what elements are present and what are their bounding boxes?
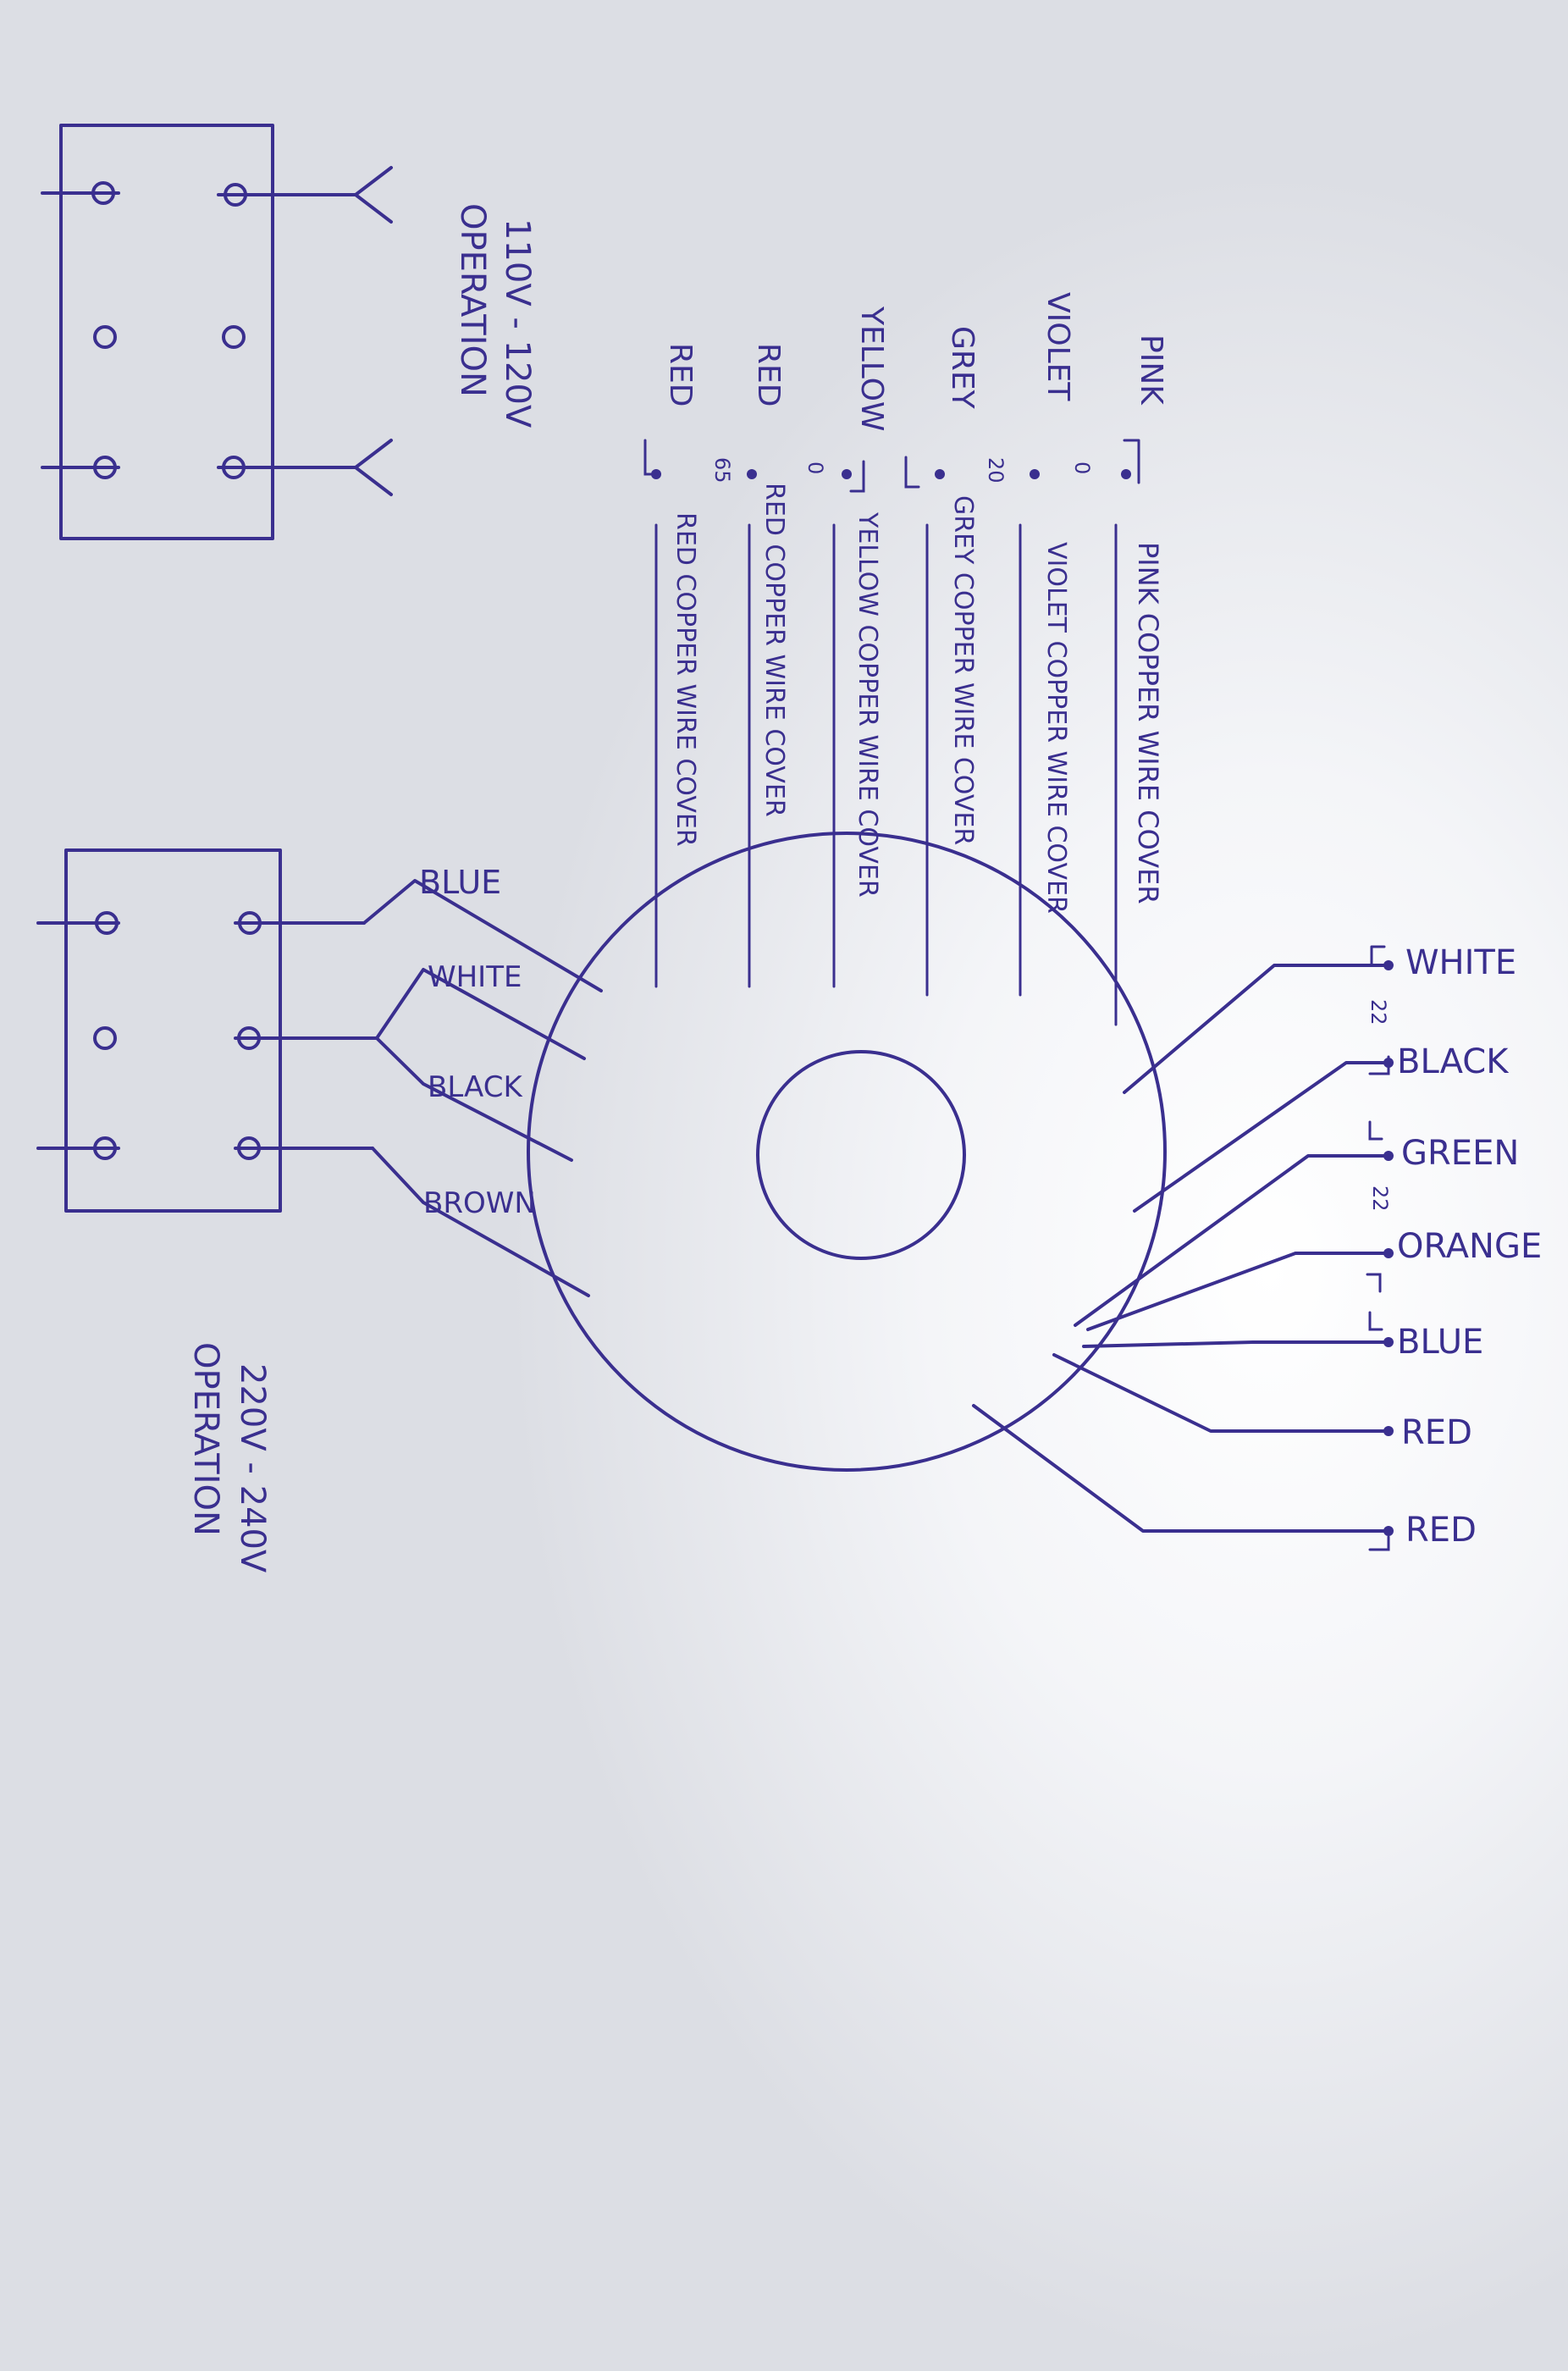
cover-labels: PINK COPPER WIRE COVER VIOLET COPPER WIR… xyxy=(671,483,1164,914)
terminal-label-blue: BLUE xyxy=(419,864,501,901)
lead-label-pink: PINK xyxy=(1134,334,1168,406)
terminal-label-white: WHITE xyxy=(428,960,522,994)
right-lead-dots xyxy=(1366,945,1394,1551)
cover-label-red-1: RED COPPER WIRE COVER xyxy=(759,483,789,817)
right-number-2: 22 xyxy=(1368,1186,1392,1212)
lead-number-red-2: 65 xyxy=(710,457,734,484)
right-label-orange: ORANGE xyxy=(1397,1227,1542,1266)
terminal-lead-labels: BLUE WHITE BLACK BROWN xyxy=(419,864,536,1220)
terminal-label-brown: BROWN xyxy=(423,1186,536,1220)
terminal-block-110v xyxy=(41,124,393,540)
cover-label-violet: VIOLET COPPER WIRE COVER xyxy=(1041,542,1071,914)
lead-label-red-1: RED xyxy=(751,343,786,406)
lead-label-yellow: YELLOW xyxy=(854,306,889,432)
lead-label-red-2: RED xyxy=(663,343,698,406)
operation-110v-label: 110V - 120V xyxy=(498,218,537,428)
cover-label-red-2: RED COPPER WIRE COVER xyxy=(671,512,700,847)
lead-number-red-1: 0 xyxy=(803,461,827,474)
right-label-white: WHITE xyxy=(1405,943,1516,982)
cover-label-pink: PINK COPPER WIRE COVER xyxy=(1132,542,1164,904)
lead-label-grey: GREY xyxy=(945,326,980,410)
right-label-black: BLACK xyxy=(1397,1042,1510,1081)
right-label-red-2: RED xyxy=(1405,1511,1477,1550)
lead-number-violet: 0 xyxy=(1070,461,1094,474)
terminal-label-black: BLACK xyxy=(428,1070,523,1104)
cover-wires xyxy=(654,523,1118,1026)
operation-110v-word: OPERATION xyxy=(453,203,492,397)
cover-label-yellow: YELLOW COPPER WIRE COVER xyxy=(853,511,882,898)
lead-label-violet: VIOLET xyxy=(1041,292,1075,401)
right-number-1: 22 xyxy=(1366,999,1390,1025)
right-label-green: GREEN xyxy=(1401,1134,1519,1173)
lead-number-grey: 20 xyxy=(984,457,1008,484)
right-label-blue: BLUE xyxy=(1397,1323,1483,1362)
left-lead-labels: PINK VIOLET GREY YELLOW RED RED 0 20 0 6… xyxy=(663,292,1168,484)
right-lead-labels: WHITE BLACK GREEN ORANGE BLUE RED RED 22… xyxy=(1366,943,1542,1550)
operation-220v-word: OPERATION xyxy=(186,1342,225,1536)
left-lead-connectors xyxy=(643,439,1140,493)
operation-220v-label: 220V - 240V xyxy=(233,1363,272,1573)
right-label-red-1: RED xyxy=(1401,1413,1472,1452)
cover-label-grey: GREY COPPER WIRE COVER xyxy=(948,495,978,845)
right-lead-wires xyxy=(972,964,1390,1533)
motor-outline xyxy=(527,832,1167,1472)
terminal-block-220v xyxy=(36,848,603,1297)
